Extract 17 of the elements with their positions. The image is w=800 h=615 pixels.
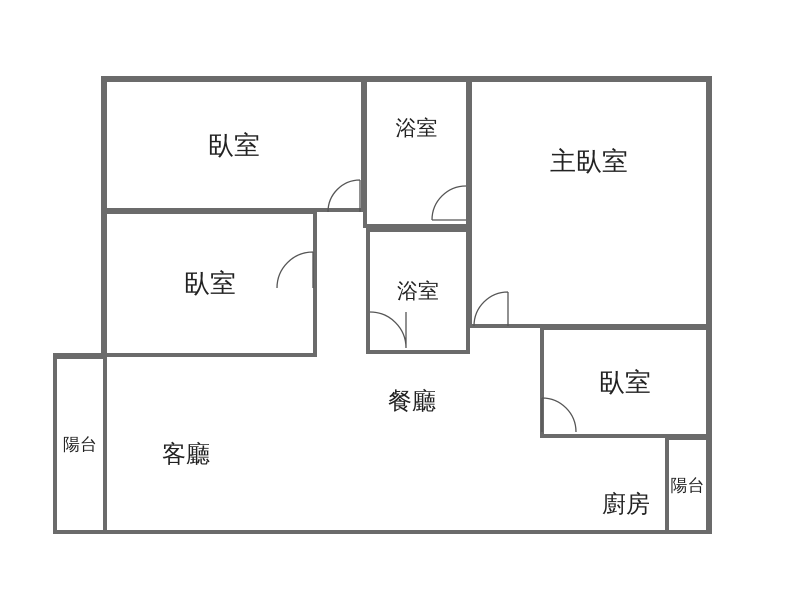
room [363,78,470,228]
room-name: 餐廳 [388,386,436,417]
room-name: 臥室 [208,130,260,162]
room-name: 陽台 [670,474,704,496]
room-name: 陽台 [63,434,97,456]
room-name: 浴室 [397,278,439,305]
room-name: 臥室 [184,268,236,301]
room [103,78,365,212]
room-name: 客廳 [162,439,210,470]
room-name: 主臥室 [550,146,628,179]
room [540,326,710,438]
room [468,78,710,328]
room-name: 廚房 [602,489,650,520]
room-name: 臥室 [599,366,651,400]
room-name: 浴室 [396,115,438,142]
room [103,210,317,357]
room [366,228,470,354]
